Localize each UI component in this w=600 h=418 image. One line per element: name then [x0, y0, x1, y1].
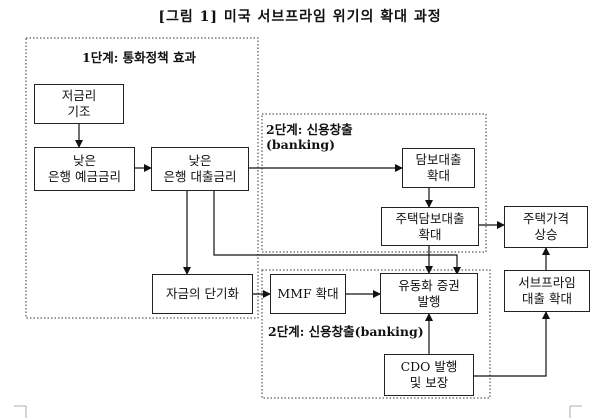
corner-mark-left — [14, 405, 27, 418]
box-short-term: 자금의 단기화 — [152, 274, 253, 314]
stage1-label: 1단계: 통화정책 효과 — [82, 50, 197, 65]
figure-title: [그림 1] 미국 서브프라임 위기의 확대 과정 — [158, 9, 442, 25]
corner-mark-right — [569, 405, 582, 418]
box-home-mortgage: 주택담보대출 확대 — [381, 207, 479, 246]
stage1-region — [25, 37, 259, 319]
stage2-top-region — [261, 113, 487, 253]
box-low-rate: 저금리 기조 — [34, 84, 124, 124]
box-mmf: MMF 확대 — [270, 274, 346, 314]
box-deposit-rate: 낮은 은행 예금금리 — [34, 147, 135, 191]
stage2-top-label: 2단계: 신용창출 (banking) — [266, 122, 353, 152]
stage2-bottom-label: 2단계: 신용창출(banking) — [268, 324, 424, 339]
box-securities: 유동화 증권 발행 — [380, 273, 478, 314]
box-subprime: 서브프라임 대출 확대 — [504, 270, 590, 312]
arrow-loan-to-securities — [213, 191, 461, 275]
box-mortgage: 담보대출 확대 — [402, 148, 475, 188]
stage2-bottom-region — [261, 269, 491, 399]
box-loan-rate: 낮은 은행 대출금리 — [151, 147, 249, 191]
box-house-price: 주택가격 상승 — [504, 206, 588, 248]
arrow-cdo-to-subprime — [474, 311, 550, 377]
box-cdo: CDO 발행 및 보장 — [384, 354, 474, 396]
